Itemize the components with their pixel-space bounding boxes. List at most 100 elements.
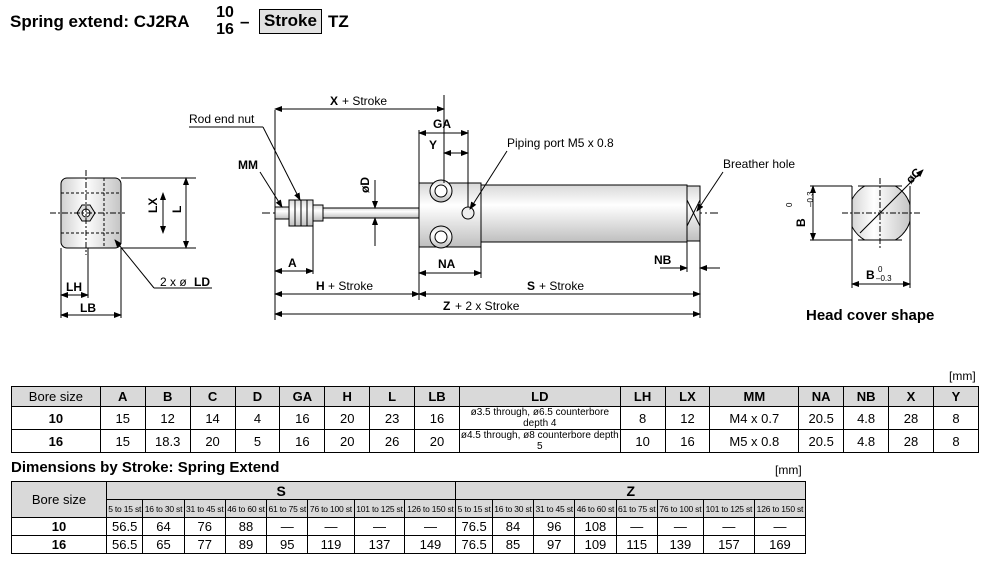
- s-group-header: S: [105, 481, 457, 500]
- column-header: Y: [932, 386, 980, 407]
- x-label: X: [330, 94, 338, 108]
- table-cell: ø4.5 through, ø8 counterbore depth 5: [458, 429, 621, 453]
- range-header: 46 to 60 st: [574, 499, 617, 518]
- b-horizontal-tol-top: 0: [878, 265, 883, 274]
- table-cell: 5: [234, 429, 281, 453]
- dimension-drawing: LX L LH LB 2 x ø LD: [50, 94, 934, 324]
- table-cell: 12: [664, 406, 711, 430]
- x-stroke-label: + Stroke: [342, 94, 387, 108]
- table-cell: 76: [183, 517, 226, 536]
- table-cell: 20: [324, 406, 371, 430]
- range-header: 5 to 15 st: [105, 499, 144, 518]
- table-cell: 56.5: [105, 535, 144, 554]
- ga-label: GA: [433, 117, 451, 131]
- table-cell: 16: [664, 429, 711, 453]
- side-view: X + Stroke GA Y Rod end nut MM øD Piping…: [189, 94, 795, 320]
- range-header: 76 to 100 st: [307, 499, 355, 518]
- stroke-dimensions-table: Bore size S Z 5 to 15 st 16 to 30 st 31 …: [11, 481, 807, 554]
- lx-label: LX: [146, 198, 160, 213]
- h-label: H: [316, 279, 325, 293]
- table-cell: 20: [414, 429, 460, 453]
- range-header: 126 to 150 st: [404, 499, 457, 518]
- table-cell: 18.3: [144, 429, 191, 453]
- table-cell: 10: [11, 517, 107, 536]
- column-header: NB: [843, 386, 890, 407]
- table-cell: 23: [369, 406, 416, 430]
- unit-label: [mm]: [949, 369, 976, 383]
- od-label: øD: [358, 177, 372, 193]
- table-cell: 97: [533, 535, 576, 554]
- bore-size-header: Bore size: [11, 481, 107, 518]
- column-header: H: [324, 386, 371, 407]
- table-cell: 149: [404, 535, 457, 554]
- table-cell: —: [353, 517, 406, 536]
- table-row: 16 56.5 65 77 89 95 119 137 149 76.5 85 …: [11, 535, 807, 554]
- column-header: LH: [619, 386, 666, 407]
- table-cell: 95: [266, 535, 309, 554]
- table-cell: —: [266, 517, 309, 536]
- l-label: L: [170, 206, 184, 213]
- column-header: LD: [458, 386, 621, 407]
- title-dash: –: [240, 12, 250, 31]
- mm-label: MM: [238, 158, 258, 172]
- unit-label-2: [mm]: [775, 463, 802, 477]
- two-x-label: 2 x ø: [160, 275, 187, 289]
- column-header: LB: [414, 386, 460, 407]
- dimensions-table: Bore size A B C D GA H L LB LD LH LX MM …: [11, 386, 980, 453]
- z-label: Z: [443, 299, 450, 313]
- table-cell: 20.5: [798, 429, 845, 453]
- table-cell: 12: [144, 406, 191, 430]
- s-label: S: [527, 279, 535, 293]
- a-label: A: [288, 256, 297, 270]
- group-header-row: Bore size S Z: [11, 481, 806, 518]
- b-horizontal-tol-bottom: –0.3: [876, 274, 892, 283]
- table-cell: M5 x 0.8: [709, 429, 800, 453]
- column-header: D: [234, 386, 281, 407]
- b-vertical-tol-top: 0: [785, 202, 794, 207]
- table-cell: —: [656, 517, 704, 536]
- table-cell: 4.8: [843, 429, 890, 453]
- column-header: MM: [709, 386, 800, 407]
- table-cell: 15: [99, 429, 146, 453]
- bore-bottom: 16: [216, 21, 234, 38]
- column-header: A: [99, 386, 146, 407]
- oc-label: øC: [903, 165, 924, 186]
- table-cell: 28: [888, 406, 934, 430]
- table-cell: 8: [932, 406, 980, 430]
- bore-top: 10: [216, 4, 234, 21]
- column-header: NA: [798, 386, 845, 407]
- table-cell: 16: [11, 535, 107, 554]
- table-cell: 4.8: [843, 406, 890, 430]
- range-header: 31 to 45 st: [533, 499, 576, 518]
- table-cell: 16: [279, 406, 326, 430]
- table-cell: 169: [753, 535, 807, 554]
- s-stroke-label: + Stroke: [539, 279, 584, 293]
- column-header: LX: [664, 386, 711, 407]
- table-cell: 76.5: [455, 535, 493, 554]
- table-cell: ø3.5 through, ø6.5 counterbore depth 4: [458, 406, 621, 430]
- table-cell: 16: [279, 429, 326, 453]
- range-header: 61 to 75 st: [615, 499, 658, 518]
- nb-label: NB: [654, 253, 672, 267]
- table-cell: 10: [11, 406, 101, 430]
- end-view: LX L LH LB 2 x ø LD: [50, 170, 212, 318]
- table-cell: 16: [414, 406, 460, 430]
- table-cell: 20: [189, 429, 236, 453]
- table-cell: 4: [234, 406, 281, 430]
- table-cell: 15: [99, 406, 146, 430]
- table-cell: 28: [888, 429, 934, 453]
- range-header-row: 5 to 15 st 16 to 30 st 31 to 45 st 46 to…: [12, 499, 807, 518]
- range-header: 126 to 150 st: [753, 499, 807, 518]
- table-cell: —: [615, 517, 658, 536]
- title-suffix: TZ: [328, 12, 349, 31]
- table-cell: 157: [702, 535, 755, 554]
- b-vertical-label: B: [794, 218, 808, 227]
- table-row: 16 15 18.3 20 5 16 20 26 20 ø4.5 through…: [11, 429, 980, 453]
- lh-label: LH: [66, 280, 82, 294]
- column-header: L: [369, 386, 416, 407]
- table-cell: 56.5: [105, 517, 144, 536]
- stroke-box: Stroke: [259, 9, 322, 34]
- range-header: 61 to 75 st: [266, 499, 309, 518]
- section-heading: Dimensions by Stroke: Spring Extend: [11, 459, 280, 476]
- table-cell: 137: [353, 535, 406, 554]
